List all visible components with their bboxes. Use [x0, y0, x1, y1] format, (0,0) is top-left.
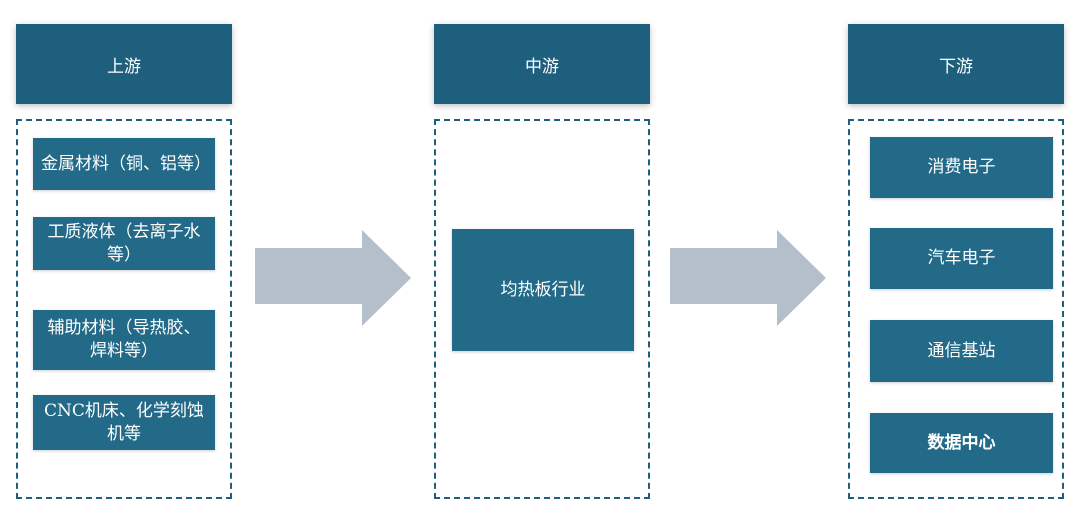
- upstream-item: 辅助材料（导热胶、焊料等）: [33, 310, 215, 370]
- upstream-header: 上游: [16, 24, 232, 104]
- upstream-container: [16, 119, 232, 499]
- downstream-item: 汽车电子: [870, 228, 1053, 289]
- downstream-container: [848, 119, 1064, 499]
- upstream-item: CNC机床、化学刻蚀机等: [33, 395, 215, 450]
- midstream-item: 均热板行业: [452, 229, 634, 351]
- upstream-item: 金属材料（铜、铝等）: [33, 138, 215, 190]
- midstream-container: [434, 119, 650, 499]
- downstream-header: 下游: [848, 24, 1064, 104]
- downstream-item: 数据中心: [870, 413, 1053, 473]
- arrow-right-icon: [255, 230, 411, 326]
- downstream-item: 通信基站: [870, 320, 1053, 382]
- arrow-right-icon: [670, 230, 826, 326]
- midstream-header: 中游: [434, 24, 650, 104]
- upstream-item: 工质液体（去离子水等）: [33, 217, 215, 270]
- downstream-item: 消费电子: [870, 137, 1053, 198]
